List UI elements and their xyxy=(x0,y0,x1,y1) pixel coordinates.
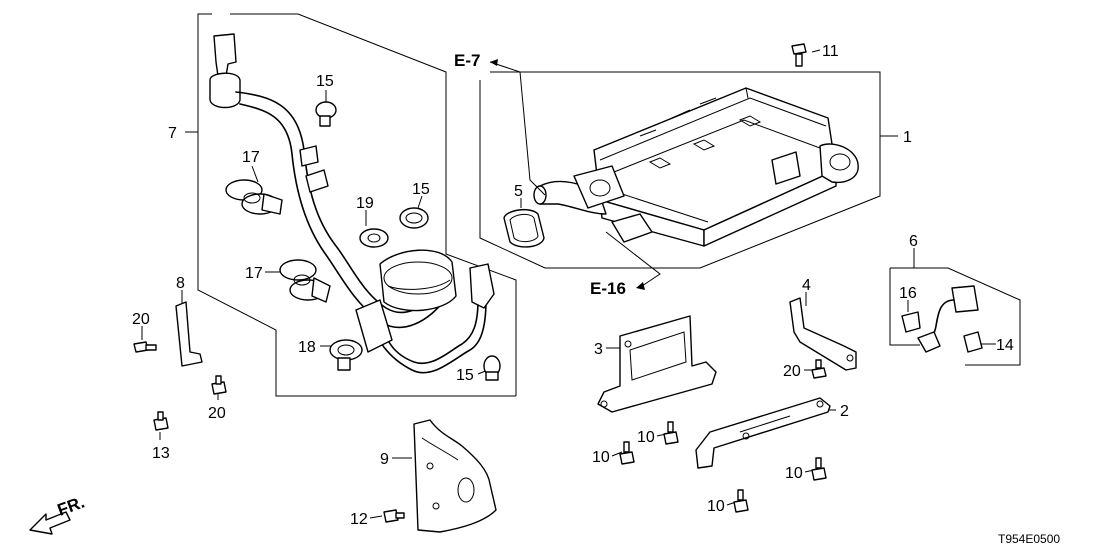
reference-arrows xyxy=(489,59,661,290)
label-part-20-lower: 20 xyxy=(208,405,226,422)
label-part-16: 16 xyxy=(899,285,917,302)
group-outline-inverter xyxy=(479,71,881,269)
label-part-17-mid: 17 xyxy=(245,265,263,282)
label-part-5: 5 xyxy=(514,183,523,200)
bolt-11 xyxy=(791,43,807,67)
bolt-20-left xyxy=(133,341,157,353)
hose-clamp-18 xyxy=(329,339,363,371)
bracket-2 xyxy=(695,397,831,469)
bracket-4 xyxy=(789,297,857,371)
label-part-13: 13 xyxy=(152,445,170,462)
inverter-unit xyxy=(533,87,859,247)
label-part-10-c: 10 xyxy=(785,465,803,482)
label-part-9: 9 xyxy=(380,451,389,468)
hose-clamp-17-top xyxy=(225,179,283,215)
label-part-15-top: 15 xyxy=(316,73,334,90)
bolt-20-lower xyxy=(211,375,227,395)
label-part-17-top: 17 xyxy=(242,149,260,166)
clip-14 xyxy=(963,331,983,353)
label-part-10-d: 10 xyxy=(707,498,725,515)
label-part-4: 4 xyxy=(802,277,811,294)
hose-clamp-15-mid xyxy=(399,207,429,229)
label-part-10-a: 10 xyxy=(592,449,610,466)
bolt-12 xyxy=(383,509,405,523)
bolt-10-d xyxy=(733,489,749,513)
label-part-3: 3 xyxy=(594,341,603,358)
reference-e7: E-7 xyxy=(454,51,480,70)
bracket-8 xyxy=(175,301,203,367)
diagram-code: T954E0500 xyxy=(998,532,1060,546)
bolt-13 xyxy=(153,411,169,431)
heat-shield-9 xyxy=(413,419,497,533)
label-part-2: 2 xyxy=(840,403,849,420)
hose-clamp-15-low xyxy=(483,355,501,381)
bolt-10-b xyxy=(663,421,679,445)
label-part-8: 8 xyxy=(176,275,185,292)
front-direction-label: FR. xyxy=(55,493,87,520)
hose-clamp-17-mid xyxy=(279,259,331,303)
hose-clamp-15-top xyxy=(315,101,337,127)
clip-19 xyxy=(359,228,389,248)
label-part-6: 6 xyxy=(909,233,918,250)
leader-lines xyxy=(141,49,996,519)
label-part-10-b: 10 xyxy=(637,429,655,446)
label-part-14: 14 xyxy=(996,337,1014,354)
wire-harness-6 xyxy=(917,285,979,353)
label-part-1: 1 xyxy=(903,129,912,146)
bolt-10-c xyxy=(811,457,827,481)
label-part-15-low: 15 xyxy=(456,367,474,384)
label-part-20-right: 20 xyxy=(783,363,801,380)
label-part-11: 11 xyxy=(822,43,839,60)
label-part-15-mid: 15 xyxy=(412,181,430,198)
bracket-3 xyxy=(597,315,717,413)
label-part-12: 12 xyxy=(350,511,368,528)
gasket-5 xyxy=(503,208,545,248)
front-direction-arrow xyxy=(29,511,71,535)
group-outline-hose-assembly xyxy=(197,13,517,397)
coolant-hose-assembly xyxy=(209,33,495,374)
bolt-20-right xyxy=(811,359,827,379)
group-outline-harness xyxy=(889,267,1021,366)
bolt-10-a xyxy=(619,441,635,465)
label-part-18: 18 xyxy=(298,339,316,356)
label-part-20-left: 20 xyxy=(132,311,150,328)
label-part-19: 19 xyxy=(356,195,374,212)
clip-16 xyxy=(901,311,921,333)
label-part-7: 7 xyxy=(168,125,177,142)
reference-e16: E-16 xyxy=(590,279,626,298)
